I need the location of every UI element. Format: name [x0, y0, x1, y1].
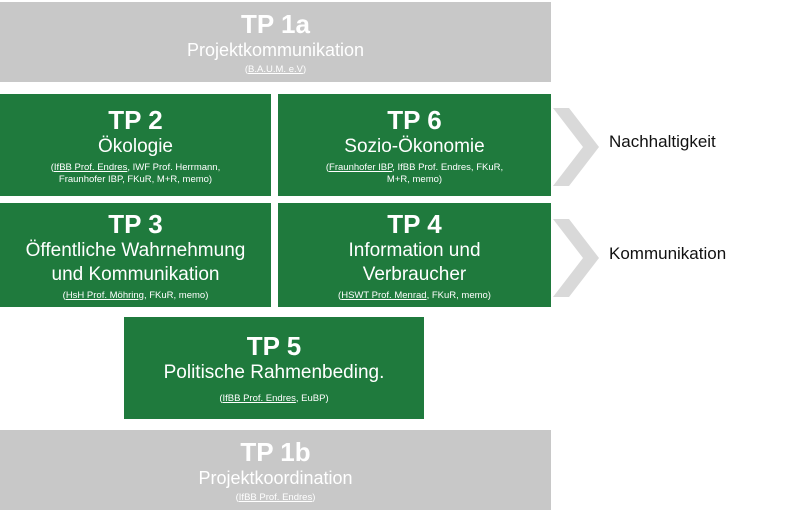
tp3-name-line2: und Kommunikation: [51, 263, 220, 285]
tp1b-box: TP 1b Projektkoordination (IfBB Prof. En…: [0, 430, 551, 510]
tp4-title: TP 4: [387, 208, 442, 239]
tp4-others: , FKuR, memo): [426, 289, 491, 301]
tp3-lead: HsH Prof. Möhring: [65, 289, 144, 301]
tp2-others2: Fraunhofer IBP, FKuR, M+R, memo): [58, 173, 213, 185]
tp6-others2: M+R, memo): [386, 173, 443, 185]
tp2-title: TP 2: [108, 104, 163, 135]
chevron-right-icon: [553, 108, 599, 186]
tp6-lead: Fraunhofer IBP: [329, 161, 393, 173]
tp5-lead: IfBB Prof. Endres: [222, 393, 296, 404]
tp6-title: TP 6: [387, 104, 442, 135]
tp2-name: Ökologie: [98, 135, 173, 157]
tp2-lead: IfBB Prof. Endres: [53, 161, 128, 173]
tp1b-lead: IfBB Prof. Endres: [238, 491, 313, 503]
tp1a-box: TP 1a Projektkommunikation (B.A.U.M. e.V…: [0, 2, 551, 82]
tp4-box: TP 4 Information und Verbraucher (HSWT P…: [278, 203, 551, 307]
tp1b-title: TP 1b: [240, 436, 311, 467]
tp6-partners: (Fraunhofer IBP, IfBB Prof. Endres, FKuR…: [325, 161, 504, 185]
tp5-title: TP 5: [246, 331, 302, 361]
tp2-others: , IWF Prof. Herrmann,: [127, 161, 221, 173]
chevron-right-icon: [553, 219, 599, 297]
tp3-title: TP 3: [108, 208, 163, 239]
tp5-box: TP 5 Politische Rahmenbeding. (IfBB Prof…: [124, 317, 424, 419]
kommunikation-label: Kommunikation: [609, 244, 727, 263]
tp4-lead: HSWT Prof. Menrad: [341, 289, 427, 301]
tp6-name: Sozio-Ökonomie: [344, 135, 485, 157]
tp1a-title: TP 1a: [241, 8, 310, 39]
tp3-partners: (HsH Prof. Möhring, FKuR, memo): [62, 289, 209, 301]
tp5-others: , EuBP): [295, 393, 329, 404]
tp5-partners: (IfBB Prof. Endres, EuBP): [219, 393, 329, 404]
tp3-name-line1: Öffentliche Wahrnehmung: [25, 239, 246, 261]
tp3-others: , FKuR, memo): [143, 289, 209, 301]
tp6-box: TP 6 Sozio-Ökonomie (Fraunhofer IBP, IfB…: [278, 94, 551, 196]
tp1a-partners: (B.A.U.M. e.V): [244, 63, 307, 75]
tp4-name-line2: Verbraucher: [362, 263, 467, 285]
tp6-others: , IfBB Prof. Endres, FKuR,: [392, 161, 504, 173]
nachhaltigkeit-label: Nachhaltigkeit: [609, 132, 716, 151]
tp2-partners: (IfBB Prof. Endres, IWF Prof. Herrmann,F…: [50, 161, 221, 185]
tp1b-name: Projektkoordination: [198, 467, 353, 488]
tp1a-name: Projektkommunikation: [186, 39, 365, 60]
tp1b-partners: (IfBB Prof. Endres): [235, 491, 316, 503]
tp2-box: TP 2 Ökologie (IfBB Prof. Endres, IWF Pr…: [0, 94, 271, 196]
tp4-name-line1: Information und: [348, 239, 481, 261]
tp1a-lead: B.A.U.M. e.V: [248, 63, 303, 75]
tp5-name: Politische Rahmenbeding.: [163, 362, 385, 383]
tp4-partners: (HSWT Prof. Menrad, FKuR, memo): [338, 289, 491, 301]
tp3-box: TP 3 Öffentliche Wahrnehmung und Kommuni…: [0, 203, 271, 307]
